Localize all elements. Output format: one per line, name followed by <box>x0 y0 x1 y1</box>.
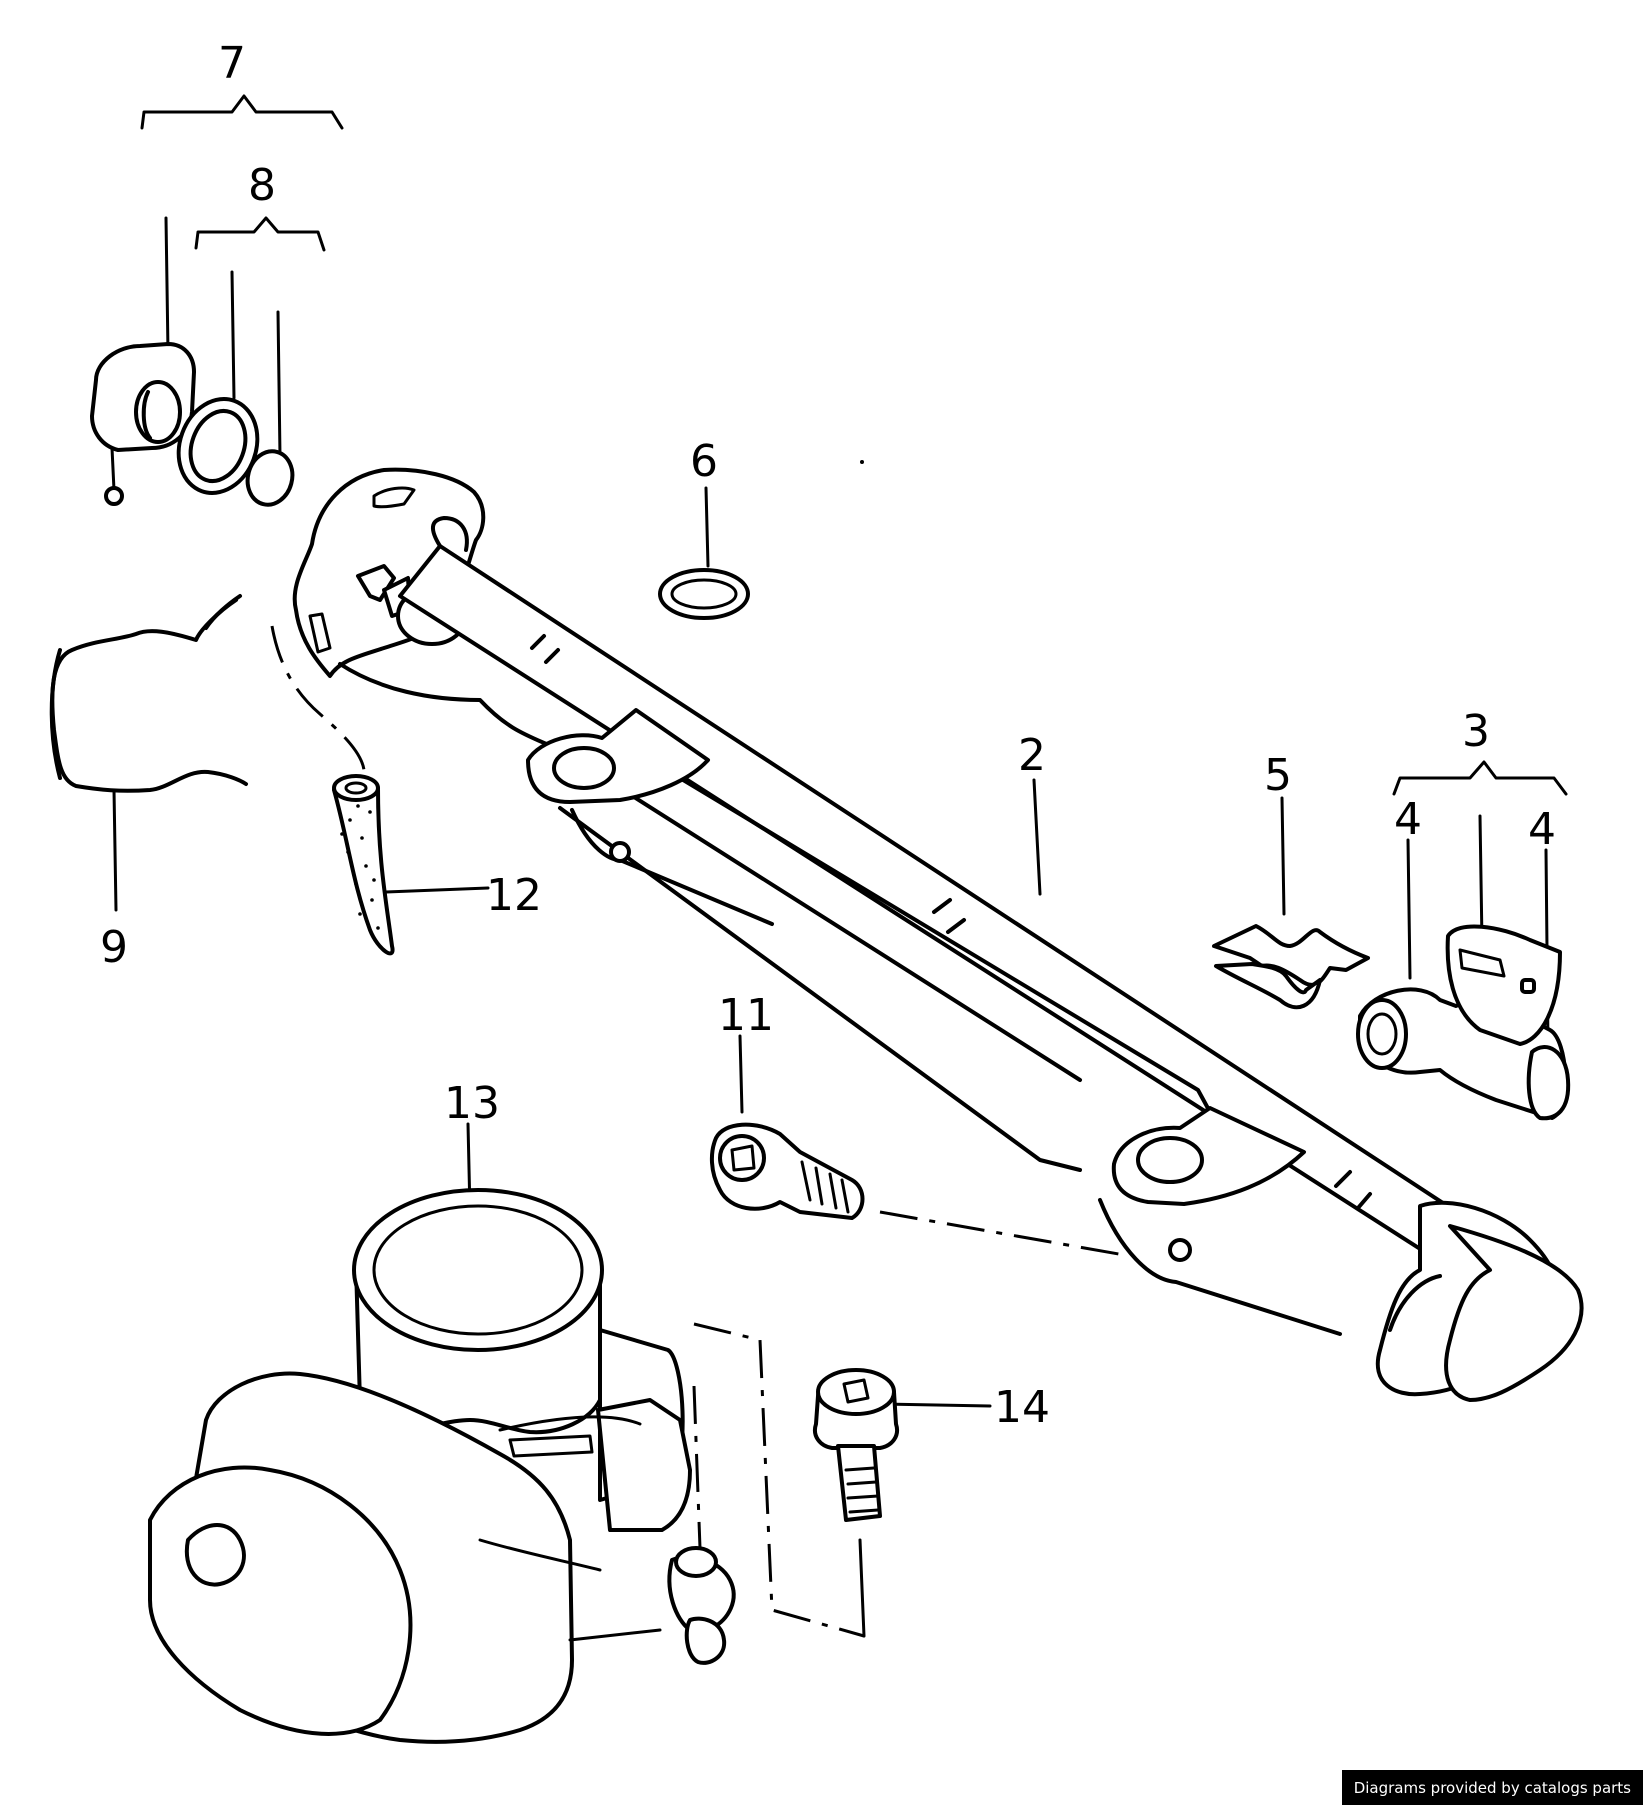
catalog-credit-badge: Diagrams provided by catalogs parts <box>1341 1770 1643 1805</box>
callout-13: 13 <box>444 1078 500 1129</box>
callout-5: 5 <box>1264 750 1292 801</box>
callout-3: 3 <box>1462 706 1490 757</box>
o-ring-part-6 <box>658 486 750 620</box>
callout-7: 7 <box>218 38 246 89</box>
bracket-part-3 <box>1392 760 1568 796</box>
callout-12: 12 <box>486 870 542 921</box>
callout-8: 8 <box>248 160 276 211</box>
callout-14: 14 <box>994 1382 1050 1433</box>
bracket-part-7 <box>140 94 344 130</box>
cap-part-7 <box>90 216 196 506</box>
callout-4-right: 4 <box>1528 804 1556 855</box>
callout-11: 11 <box>718 990 774 1041</box>
bolt-part-14 <box>692 1322 992 1638</box>
callout-9: 9 <box>100 922 128 973</box>
injector-part-3 <box>1356 814 1571 1121</box>
callout-2: 2 <box>1018 730 1046 781</box>
clip-part-5 <box>1212 796 1370 1010</box>
stray-dot <box>860 460 864 464</box>
callout-4-left: 4 <box>1394 794 1422 845</box>
screw-part-11 <box>709 1034 1131 1258</box>
bracket-part-8 <box>194 216 326 252</box>
hose-part-12 <box>270 625 490 956</box>
callout-6: 6 <box>690 436 718 487</box>
seal-rings-part-8 <box>176 270 295 507</box>
throttle-body-part-13 <box>148 1122 736 1744</box>
wire-clip-part-9 <box>49 594 248 912</box>
fuel-rail-part-2 <box>292 467 1584 1402</box>
